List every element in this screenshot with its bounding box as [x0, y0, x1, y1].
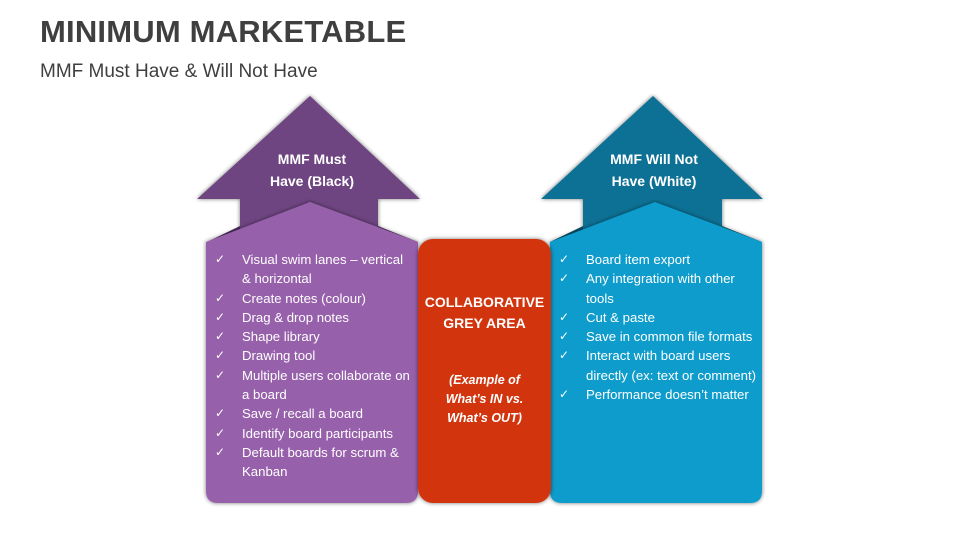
check-icon: ✓	[215, 367, 226, 382]
list-item: ✓Cut & paste	[559, 308, 759, 327]
list-item: ✓Default boards for scrum & Kanban	[215, 444, 399, 480]
slide-title: MINIMUM MARKETABLE	[40, 14, 407, 49]
check-icon: ✓	[215, 348, 226, 363]
list-item: ✓Save in common file formats	[559, 327, 759, 346]
must-have-box	[206, 202, 418, 503]
list-item: ✓Drag & drop notes	[215, 308, 415, 327]
grey-area-title-line1: COLLABORATIVE	[424, 294, 545, 310]
check-icon: ✓	[215, 252, 226, 266]
slide-subtitle: MMF Must Have & Will Not Have	[40, 61, 318, 82]
check-icon: ✓	[215, 425, 226, 440]
list-item: ✓Interact with board users directly (ex:…	[559, 348, 757, 383]
must-have-heading-line1: MMF Must	[277, 151, 347, 167]
check-icon: ✓	[559, 309, 570, 324]
list-item: ✓Create notes (colour)	[215, 289, 415, 308]
check-icon: ✓	[559, 329, 570, 344]
will-not-have-heading-line1: MMF Will Not	[610, 151, 698, 167]
list-item: ✓Board item export	[559, 250, 759, 269]
must-have-heading-line2: Have (Black)	[269, 173, 355, 189]
list-item: ✓Identify board participants	[215, 424, 415, 443]
grey-area-note: (Example of What’s IN vs. What’s OUT)	[445, 373, 524, 425]
list-item: ✓Any integration with other tools	[559, 271, 735, 306]
list-item: ✓Multiple users collaborate on a board	[215, 367, 410, 403]
must-have-heading: MMF Must Have (Black)	[242, 148, 382, 192]
list-item: ✓Save / recall a board	[215, 404, 415, 423]
check-icon: ✓	[215, 406, 226, 421]
must-have-list: ✓Visual swim lanes – vertical & horizont…	[215, 250, 415, 482]
check-icon: ✓	[559, 348, 570, 363]
check-icon: ✓	[215, 329, 226, 344]
check-icon: ✓	[215, 309, 226, 324]
grey-area-title-line2: GREY AREA	[443, 315, 526, 331]
grey-area-box	[418, 239, 551, 503]
check-icon: ✓	[215, 290, 226, 305]
list-item: ✓Shape library	[215, 327, 415, 346]
check-icon: ✓	[215, 444, 226, 459]
check-icon: ✓	[559, 271, 570, 286]
list-item: ✓Visual swim lanes – vertical & horizont…	[215, 252, 403, 287]
check-icon: ✓	[559, 252, 570, 266]
list-item: ✓Performance doesn’t matter	[559, 385, 759, 404]
check-icon: ✓	[559, 387, 570, 402]
list-item: ✓Drawing tool	[215, 346, 415, 365]
will-not-have-heading: MMF Will Not Have (White)	[584, 148, 724, 192]
will-not-have-box	[550, 202, 762, 503]
will-not-have-heading-line2: Have (White)	[611, 173, 697, 189]
will-not-have-list: ✓Board item export ✓Any integration with…	[559, 250, 759, 404]
grey-area-title: COLLABORATIVE GREY AREA	[418, 292, 551, 334]
